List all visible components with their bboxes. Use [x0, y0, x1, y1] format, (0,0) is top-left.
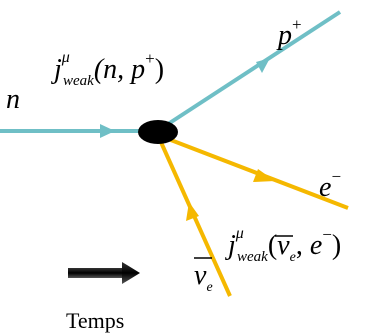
electron-label: e−: [319, 167, 341, 203]
svg-text:νe: νe: [194, 260, 213, 295]
electron-line: [162, 135, 349, 210]
neutron-label: n: [6, 84, 20, 115]
time-label: Temps: [66, 308, 124, 333]
antineutrino-arrow: [186, 202, 199, 221]
neutron-arrow: [100, 124, 115, 138]
proton-arrow: [256, 58, 270, 73]
proton-line: [163, 10, 342, 128]
interaction-vertex: [138, 120, 178, 144]
electron-arrow: [253, 169, 275, 182]
time-arrow-icon: [68, 262, 140, 284]
antineutrino-label: νe: [194, 257, 213, 295]
proton-label: p+: [276, 15, 302, 51]
antineutrino-line: [158, 139, 232, 297]
